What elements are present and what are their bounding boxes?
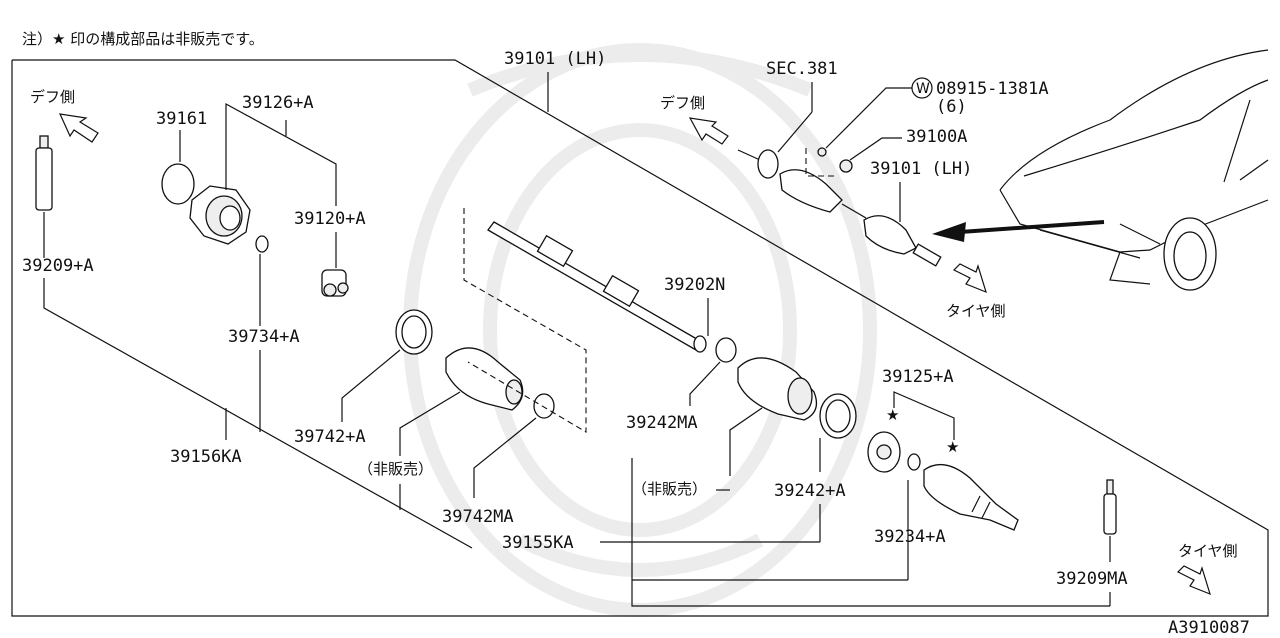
label-39156ka: 39156KA: [170, 447, 242, 467]
tire-side-label-bottom: タイヤ側: [1178, 542, 1238, 560]
label-sec381: SEC.381: [766, 59, 838, 79]
def-side-arrow-left-icon: [58, 113, 99, 143]
label-39120a: 39120+A: [294, 209, 366, 229]
part-39734a-icon: [255, 235, 269, 253]
not-sold-left: （非販売）: [358, 460, 433, 478]
label-39101-lh-right: 39101 (LH): [870, 159, 972, 179]
part-39126a-icon: [189, 185, 251, 245]
label-39242ma: 39242MA: [626, 413, 698, 433]
frame-lines: [11, 59, 1269, 617]
def-side-label-left: デフ側: [30, 88, 75, 106]
note-text: 注）★ 印の構成部品は非販売です。: [22, 30, 264, 48]
part-39242ma-icon: [715, 337, 737, 363]
label-39234a: 39234+A: [874, 527, 946, 547]
star-1: ★: [886, 406, 899, 424]
part-39242a-icon: [819, 393, 857, 439]
part-39209ma-icon: [1103, 479, 1117, 535]
label-39209a: 39209+A: [22, 256, 94, 276]
assembled-driveshaft-icon: [737, 147, 942, 267]
label-39161: 39161: [156, 109, 207, 129]
part-39209a-icon: [35, 135, 53, 211]
label-39734a: 39734+A: [228, 327, 300, 347]
label-08915: 08915-1381A: [936, 79, 1049, 99]
washer-prefix: W: [916, 81, 930, 97]
car-outline-icon: [999, 49, 1269, 291]
tire-side-label-right: タイヤ側: [946, 302, 1006, 320]
label-39742a: 39742+A: [294, 427, 366, 447]
part-39742a-icon: [395, 309, 433, 355]
location-arrow-icon: [932, 220, 1105, 242]
label-39209ma: 39209MA: [1056, 569, 1128, 589]
part-boot-left-icon: [445, 347, 524, 411]
label-39101-lh-top: 39101 (LH): [504, 49, 606, 69]
part-39125a-joint-icon: [867, 431, 921, 473]
label-39126a: 39126+A: [242, 93, 314, 113]
not-sold-mid: （非販売）: [632, 480, 707, 498]
label-39155ka: 39155KA: [502, 533, 574, 553]
label-39202n: 39202N: [664, 275, 725, 295]
part-boot-right-icon: [737, 357, 818, 421]
part-outer-joint-icon: [923, 463, 1019, 531]
label-39100a: 39100A: [906, 127, 967, 147]
label-39742ma: 39742MA: [442, 507, 514, 527]
star-2: ★: [946, 438, 959, 456]
part-39202n-shaft-icon: [487, 221, 707, 353]
diagram-id: A3910087: [1168, 618, 1250, 638]
part-39161-icon: [161, 163, 195, 205]
def-side-arrow-mid-icon: [688, 117, 729, 145]
label-39242a: 39242+A: [774, 481, 846, 501]
part-39742ma-icon: [533, 393, 555, 419]
watermark-emblem: [403, 43, 877, 617]
tire-side-arrow-bottom-icon: [1176, 565, 1211, 596]
tire-side-arrow-right-icon: [952, 263, 987, 294]
label-39125a: 39125+A: [882, 367, 954, 387]
label-08915-qty: (6): [936, 97, 967, 117]
def-side-label-mid: デフ側: [660, 94, 705, 112]
part-39120a-icon: [321, 269, 349, 297]
